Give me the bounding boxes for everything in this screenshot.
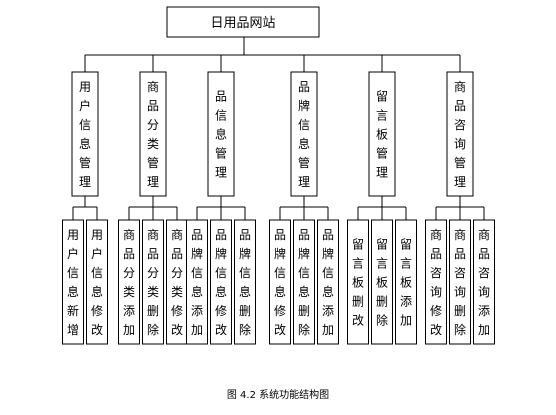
leaf-box bbox=[142, 219, 164, 345]
module-box bbox=[71, 71, 99, 197]
leaf-box bbox=[293, 219, 315, 345]
module-box bbox=[290, 71, 318, 197]
leaf-box bbox=[210, 219, 232, 345]
leaf-label: 品牌信息修改 bbox=[215, 228, 227, 337]
leaf-label: 商品分类删除 bbox=[147, 227, 159, 337]
module-label: 商品分类管理 bbox=[147, 79, 159, 189]
leaf-label: 商品咨询添加 bbox=[478, 227, 490, 337]
leaf-box bbox=[425, 219, 447, 345]
leaf-label: 用户信息新增 bbox=[67, 228, 79, 337]
module-label: 品牌信息管理 bbox=[298, 80, 310, 189]
figure-caption: 图 4.2 系统功能结构图 bbox=[226, 390, 330, 401]
leaf-label: 品牌信息删除 bbox=[298, 228, 310, 337]
leaf-box bbox=[371, 219, 393, 345]
leaf-label: 商品咨询删除 bbox=[454, 227, 466, 337]
module-label: 留言板管理 bbox=[376, 90, 388, 180]
leaf-label: 品牌信息删除 bbox=[239, 228, 251, 337]
module-box bbox=[446, 71, 474, 197]
leaf-label: 品牌信息添加 bbox=[191, 228, 203, 337]
leaf-box bbox=[86, 219, 108, 345]
module-box bbox=[139, 71, 167, 197]
leaf-label: 留言板删除 bbox=[376, 238, 388, 328]
module-box bbox=[368, 71, 396, 197]
leaf-box bbox=[118, 219, 140, 345]
leaf-box bbox=[234, 219, 256, 345]
leaf-box bbox=[449, 219, 471, 345]
leaf-box bbox=[473, 219, 495, 345]
leaf-label: 品牌信息添加 bbox=[322, 228, 334, 337]
leaf-box bbox=[395, 219, 417, 345]
leaf-box bbox=[62, 219, 84, 345]
module-label: 品信息管理 bbox=[215, 90, 227, 180]
leaf-box bbox=[347, 219, 369, 345]
leaf-box bbox=[186, 219, 208, 345]
leaf-label: 商品分类添加 bbox=[123, 227, 135, 337]
leaf-box bbox=[317, 219, 339, 345]
module-label: 商品咨询管理 bbox=[454, 79, 466, 189]
leaf-label: 商品咨询修改 bbox=[430, 227, 442, 337]
leaf-label: 用户信息修改 bbox=[91, 228, 103, 337]
leaf-label: 品牌信息修改 bbox=[274, 228, 286, 337]
module-box bbox=[207, 71, 235, 197]
leaf-label: 商品分类修改 bbox=[171, 227, 183, 337]
root-node-box bbox=[166, 6, 320, 38]
leaf-label: 留言板删改 bbox=[352, 238, 364, 328]
module-label: 用户信息管理 bbox=[79, 80, 91, 189]
leaf-label: 留言板添加 bbox=[400, 238, 412, 328]
leaf-box bbox=[269, 219, 291, 345]
root-node-label: 日用品网站 bbox=[210, 16, 275, 31]
